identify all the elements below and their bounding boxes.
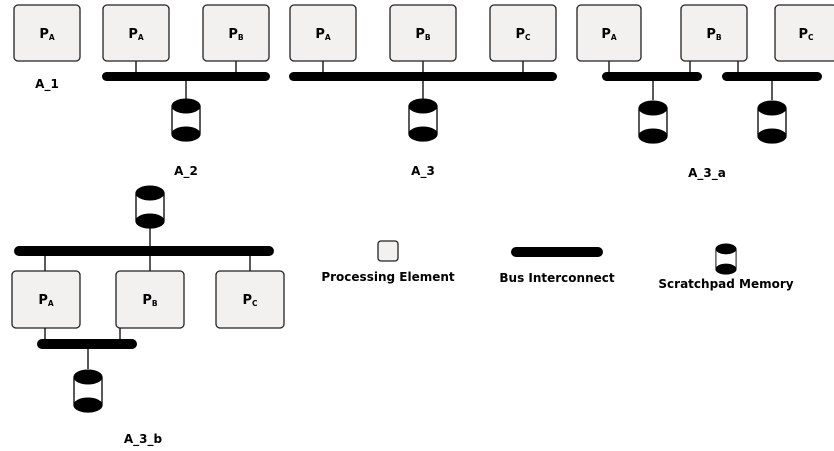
- config-label-a1: A_1: [35, 77, 59, 92]
- processing-element-pa: [13, 4, 81, 62]
- pe-label: PB: [228, 27, 244, 42]
- pe-label: PA: [38, 293, 54, 308]
- processing-element-pb: [115, 270, 185, 329]
- pe-label: PA: [39, 27, 55, 42]
- legend-processing-element-label: Processing Element: [321, 270, 455, 284]
- pe-label: PA: [315, 27, 331, 42]
- processing-element-pb: [680, 4, 748, 62]
- legend-processing-element-swatch: [377, 240, 399, 262]
- pe-label: PC: [242, 293, 258, 308]
- pe-label: PC: [515, 27, 531, 42]
- config-a3: PA PB PC A_3: [289, 4, 557, 179]
- pe-label: PC: [798, 27, 814, 42]
- bus-interconnect: [602, 72, 702, 81]
- legend-bus-interconnect-label: Bus Interconnect: [499, 271, 615, 285]
- scratchpad-memory: [757, 100, 787, 144]
- scratchpad-memory: [171, 98, 201, 142]
- config-label-a2: A_2: [174, 164, 198, 179]
- legend-scratchpad-swatch: [715, 243, 737, 275]
- pe-label: PB: [415, 27, 431, 42]
- pe-label: PB: [706, 27, 722, 42]
- bus-interconnect: [722, 72, 822, 81]
- processing-element-pc: [215, 270, 285, 329]
- pe-label: PA: [128, 27, 144, 42]
- config-a2: PA PB A_2: [102, 4, 270, 179]
- pe-label: PA: [601, 27, 617, 42]
- config-a1: PA A_1: [13, 4, 81, 92]
- config-a3a: PA PB PC A_3_a: [576, 4, 834, 181]
- legend: Processing Element Bus Interconnect Scra…: [321, 240, 794, 291]
- bus-interconnect: [102, 72, 270, 81]
- bus-interconnect: [289, 72, 557, 81]
- config-label-a3a: A_3_a: [688, 166, 726, 181]
- processing-element-pa: [576, 4, 642, 62]
- processing-element-pa: [102, 4, 170, 62]
- config-label-a3: A_3: [411, 164, 435, 179]
- scratchpad-memory: [135, 185, 165, 229]
- processing-element-pa: [289, 4, 357, 62]
- processing-element-pc: [489, 4, 557, 62]
- bus-interconnect: [14, 246, 274, 256]
- processing-element-pb: [202, 4, 270, 62]
- legend-scratchpad-memory-label: Scratchpad Memory: [658, 277, 793, 291]
- processing-element-pa: [11, 270, 81, 329]
- scratchpad-memory: [73, 369, 103, 413]
- legend-bus-swatch: [511, 247, 603, 257]
- processing-element-pc: [774, 4, 834, 62]
- bus-interconnect: [37, 339, 137, 349]
- config-a3b: PA PB PC A_3_b: [11, 185, 285, 447]
- processing-element-pb: [389, 4, 457, 62]
- scratchpad-memory: [408, 98, 438, 142]
- scratchpad-memory: [638, 100, 668, 144]
- config-label-a3b: A_3_b: [124, 432, 163, 447]
- pe-label: PB: [142, 293, 158, 308]
